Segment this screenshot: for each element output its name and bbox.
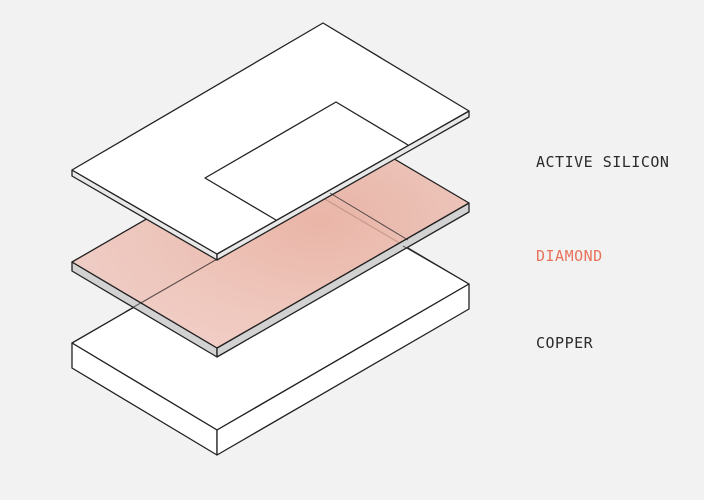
silicon-top-face	[71, 22, 470, 255]
active-silicon-layer	[71, 22, 470, 261]
copper-right-face	[216, 283, 470, 456]
silicon-cutout-outline	[204, 101, 409, 221]
copper-through-diamond-lines	[124, 245, 470, 313]
diamond-through-cutout-line	[329, 192, 409, 241]
diamond-label: DIAMOND	[536, 247, 603, 265]
active-silicon-label: ACTIVE SILICON	[536, 153, 670, 171]
copper-label: COPPER	[536, 334, 594, 352]
